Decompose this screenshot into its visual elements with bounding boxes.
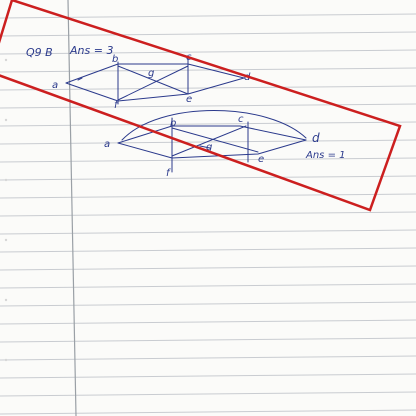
fig1-label-g: g [148,68,154,79]
fig2-label-b: b [170,118,176,129]
question-answer: Ans = 3 [69,44,113,57]
fig1-label-f: f [114,100,119,111]
binding-marks [4,58,8,362]
ruled-lines [0,13,416,415]
question-label: Q9 B [26,46,53,59]
fig2-label-g: g [206,142,212,153]
fig2-label-c: c [238,114,244,125]
margin-line [67,0,77,416]
fig2-answer: Ans = 1 [305,150,346,161]
fig1-label-e: e [186,94,192,105]
fig2-label-d: d [312,131,320,145]
fig2-label-f: f [166,168,171,179]
fig2-label-e: e [258,154,264,165]
figure-2-diagram: a b c d e f g Ans = 1 [104,110,346,179]
figure-1-edges [65,57,245,105]
highlight-box [0,0,402,212]
figure-1-diagram: a b c d e f g [52,52,251,111]
fig2-label-a: a [104,139,110,150]
fig1-label-b: b [112,54,118,65]
fig1-label-a: a [52,80,58,91]
